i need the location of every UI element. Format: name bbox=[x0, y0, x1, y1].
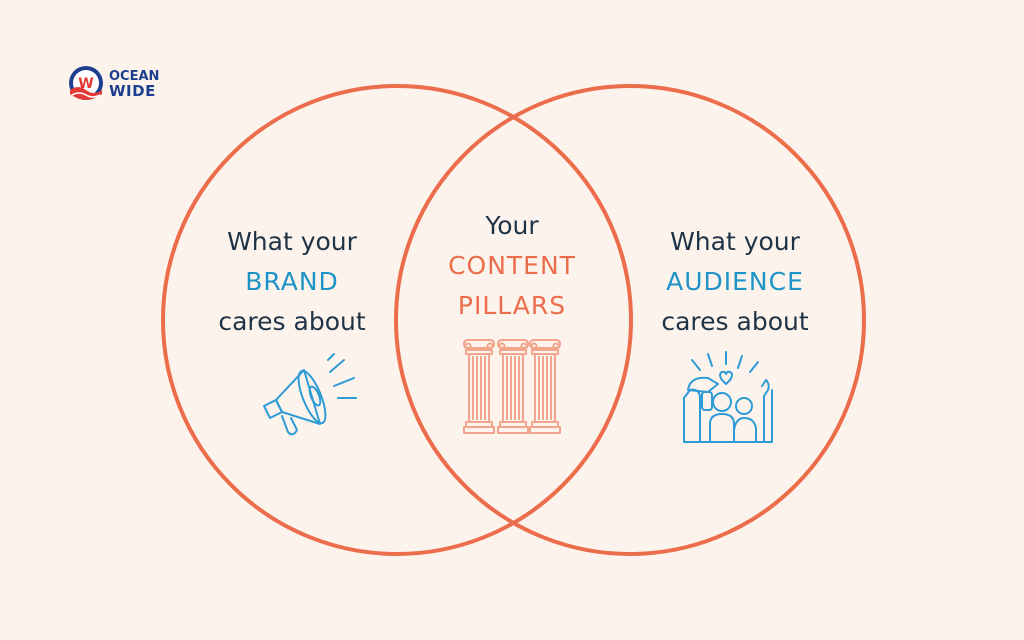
pillars-icon bbox=[463, 339, 561, 434]
audience-label-line-3: cares about bbox=[661, 307, 809, 336]
logo-line-1: OCEAN bbox=[109, 69, 160, 84]
content-pillars-highlight-1: CONTENT bbox=[448, 251, 576, 280]
logo-text: OCEAN WIDE bbox=[109, 69, 159, 99]
audience-circle bbox=[394, 84, 866, 556]
audience-label-line-1: What your bbox=[670, 227, 800, 256]
brand-label-line-1: What your bbox=[227, 227, 357, 256]
content-pillars-label: Your CONTENT PILLARS bbox=[392, 206, 632, 326]
logo-line-2: WIDE bbox=[109, 82, 156, 100]
brand-label: What your BRAND cares about bbox=[172, 222, 412, 342]
content-pillars-line-1: Your bbox=[485, 211, 539, 240]
megaphone-icon bbox=[263, 353, 357, 436]
audience-icon bbox=[683, 351, 773, 443]
pillar-3 bbox=[529, 339, 561, 434]
audience-label: What your AUDIENCE cares about bbox=[615, 222, 855, 342]
ocean-wide-logo: W OCEAN WIDE bbox=[66, 64, 159, 104]
ocean-wide-logo-icon: W bbox=[69, 66, 103, 100]
brand-circle bbox=[161, 84, 633, 556]
content-pillars-highlight-2: PILLARS bbox=[457, 291, 567, 320]
pillar-1 bbox=[463, 339, 495, 434]
svg-text:W: W bbox=[78, 76, 93, 92]
brand-label-line-3: cares about bbox=[218, 307, 366, 336]
pillar-2 bbox=[497, 339, 529, 434]
brand-label-highlight: BRAND bbox=[245, 267, 339, 296]
audience-label-highlight: AUDIENCE bbox=[666, 267, 804, 296]
